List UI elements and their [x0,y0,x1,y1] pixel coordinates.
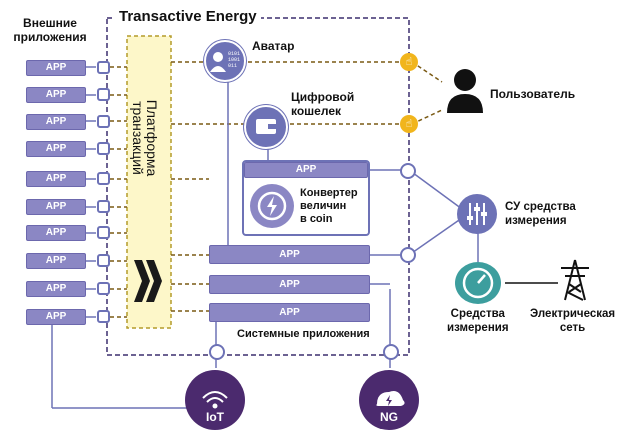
connector-icon[interactable] [97,61,110,74]
system-app[interactable]: APP [209,275,370,294]
external-app[interactable]: APP [26,225,86,241]
converter-label: Конвертер величин в coin [300,187,358,225]
external-app[interactable]: APP [26,199,86,215]
grid-label: Электрическая сеть [530,308,616,334]
ng-label: NG [380,410,398,424]
system-app[interactable]: APP [209,303,370,322]
external-app[interactable]: APP [26,60,86,76]
connector-icon[interactable] [97,172,110,185]
gauge-icon[interactable] [455,262,501,304]
converter-box[interactable]: APP Конвертер величин в coin [242,160,370,236]
connector-icon[interactable] [97,254,110,267]
connector-icon[interactable] [97,88,110,101]
coin-converter-icon [250,184,294,228]
avatar-label: Аватар [252,39,295,53]
external-app[interactable]: APP [26,253,86,269]
connector-icon[interactable] [97,282,110,295]
connector-icon[interactable] [400,247,416,263]
connector-icon[interactable] [97,226,110,239]
hand-pointer-icon[interactable]: ☝ [400,53,418,71]
system-app[interactable]: APP [209,245,370,264]
connector-icon[interactable] [383,344,399,360]
meter-control-label: СУ средства измерения [505,201,576,227]
power-tower-icon [561,259,589,301]
ng-icon[interactable]: NG [359,370,419,430]
external-app[interactable]: APP [26,141,86,157]
avatar-icon[interactable]: 0101 1001 011 [204,40,246,82]
external-app[interactable]: APP [26,87,86,103]
sliders-icon[interactable] [457,194,497,234]
svg-text:1001: 1001 [228,57,240,63]
hand-pointer-icon[interactable]: ☝ [400,115,418,133]
external-app[interactable]: APP [26,114,86,130]
external-app[interactable]: APP [26,281,86,297]
connector-icon[interactable] [400,163,416,179]
user-label: Пользователь [490,87,576,101]
external-apps-label: Внешние приложения [13,16,87,44]
iot-icon[interactable]: IoT [185,370,245,430]
svg-text:011: 011 [228,63,237,69]
meters-label: Средства измерения [447,308,509,334]
connector-icon[interactable] [209,344,225,360]
diagram-title: Transactive Energy [115,9,261,24]
platform-label: Платформа транзакций [130,99,160,177]
wallet-label: Цифровой кошелек [291,90,355,118]
external-app[interactable]: APP [26,171,86,187]
wallet-icon[interactable] [244,105,288,149]
platform-logo-icon [134,260,162,302]
external-app[interactable]: APP [26,309,86,325]
converter-app[interactable]: APP [244,162,368,178]
connector-icon[interactable] [97,142,110,155]
system-apps-label: Системные приложения [237,328,370,340]
connector-icon[interactable] [97,310,110,323]
connector-icon[interactable] [97,115,110,128]
user-icon [447,69,483,113]
connector-icon[interactable] [97,200,110,213]
svg-text:0101: 0101 [228,51,240,57]
iot-label: IoT [206,410,224,424]
